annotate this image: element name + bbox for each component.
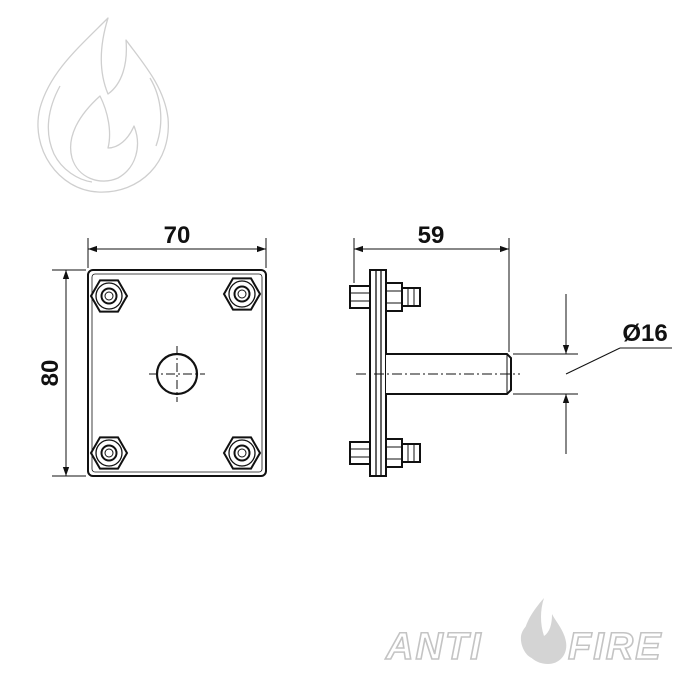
brand-text-right: FIRE [568, 626, 663, 668]
nut-top-right [222, 277, 262, 311]
nut-top-left [89, 279, 129, 313]
plate-edge [369, 269, 387, 477]
brand-text-left: ANTI [385, 626, 483, 668]
dimension-diameter: Ø16 [513, 294, 672, 454]
nut-bottom-right [222, 436, 262, 470]
base-plate [87, 269, 267, 477]
bolt-bottom [349, 438, 421, 468]
nut-bottom-left [89, 436, 129, 470]
dimension-diameter-label: Ø16 [622, 320, 667, 347]
center-rod-section [149, 346, 205, 402]
dimension-height-label: 80 [37, 360, 64, 387]
brand-logo: ANTI FIRE [384, 598, 663, 669]
bolt-top [349, 282, 421, 312]
flame-watermark-icon [37, 17, 169, 193]
front-view: 70 80 [37, 222, 267, 477]
side-view: 59 Ø16 [349, 222, 672, 477]
dimension-depth-label: 59 [418, 222, 445, 249]
rod [356, 353, 520, 395]
dimension-width: 70 [87, 222, 267, 268]
dimension-height: 80 [37, 269, 86, 477]
dimension-depth: 59 [353, 222, 510, 352]
flame-logo-icon [520, 598, 567, 664]
dimension-width-label: 70 [164, 222, 191, 249]
